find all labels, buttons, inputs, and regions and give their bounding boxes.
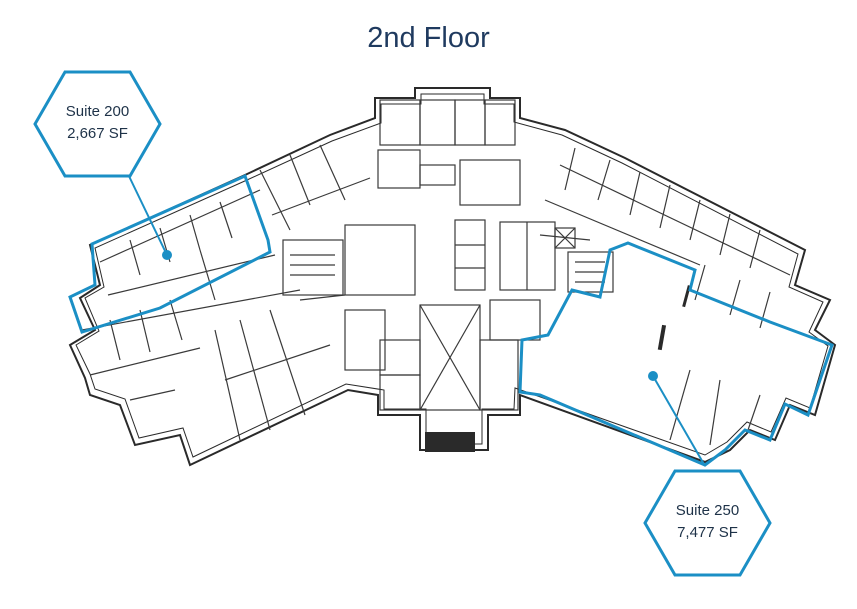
structural-marks — [425, 285, 691, 452]
interior-walls-left — [81, 144, 371, 441]
suite-250-leader — [652, 375, 706, 467]
interior-walls-right — [539, 147, 791, 446]
floor-title: 2nd Floor — [367, 22, 490, 54]
building-outline — [68, 87, 837, 467]
suite-200-outline — [68, 173, 272, 334]
suite-250-hexagon — [643, 469, 772, 577]
suite-200-hexagon — [33, 70, 162, 178]
suite-250-area: 7,477 SF — [677, 524, 738, 541]
building-core — [282, 99, 614, 411]
suite-250-outline — [518, 241, 834, 467]
suite-200-name: Suite 200 — [65, 103, 130, 120]
suite-250-name: Suite 250 — [675, 502, 740, 519]
suite-200-area: 2,667 SF — [67, 125, 128, 142]
suite-200-label: Suite 200 2,667 SF — [50, 101, 145, 145]
suite-250-label: Suite 250 7,477 SF — [660, 500, 755, 544]
suite-200-leader — [126, 171, 168, 256]
